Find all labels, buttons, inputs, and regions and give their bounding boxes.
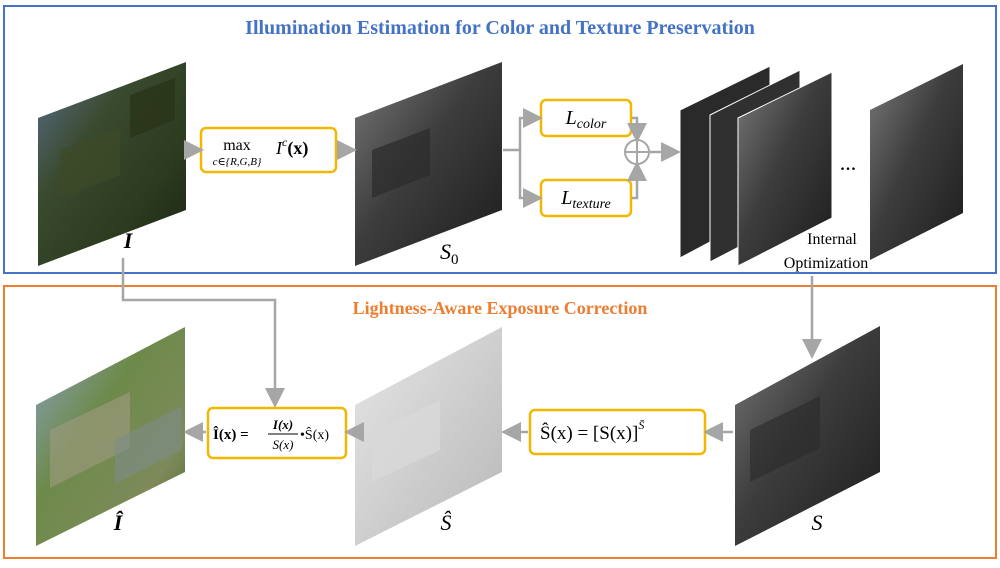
- cross-stage-arrows: [121, 258, 822, 408]
- label-s-hat: Ŝ: [441, 510, 452, 535]
- label-s0-sub: 0: [451, 252, 459, 268]
- s-image: [735, 326, 880, 546]
- max-expression: Ic(x): [275, 135, 308, 159]
- internal-opt-line1: Internal: [807, 231, 857, 248]
- max-expr-sup: c: [282, 135, 288, 149]
- stage1-arrows: [184, 108, 681, 208]
- l-texture-label: Ltexture: [560, 187, 610, 212]
- l-color-label: Lcolor: [565, 107, 607, 132]
- stage2-panel: [3, 285, 997, 559]
- input-image: [38, 62, 186, 266]
- optimization-stack: [679, 64, 963, 267]
- recompose-lhs: Î(x) =: [213, 426, 249, 443]
- label-s: S: [812, 510, 823, 535]
- stack-frame-last: [870, 64, 963, 260]
- s-hat-image: [355, 327, 502, 546]
- gamma-sup: S̄: [638, 418, 644, 432]
- recompose-rhs: •Ŝ(x): [300, 426, 329, 443]
- stack-frame-3: [737, 71, 833, 267]
- label-input: I: [123, 228, 134, 253]
- stage1-title: Illumination Estimation for Color and Te…: [245, 17, 755, 39]
- output-image: [36, 327, 185, 546]
- max-word: max: [223, 137, 251, 154]
- sum-icon: [624, 139, 650, 165]
- stage1-panel: [3, 5, 997, 274]
- stage2-title: Lightness-Aware Exposure Correction: [353, 298, 648, 318]
- ellipsis: ...: [840, 150, 857, 175]
- gamma-expr: Ŝ(x) = [S(x)]S̄: [540, 418, 644, 444]
- s0-image: [355, 62, 502, 266]
- internal-opt-line2: Optimization: [784, 255, 868, 272]
- label-s0: S0: [440, 239, 459, 268]
- label-output: Î: [113, 510, 124, 535]
- recompose-den: S(x): [273, 437, 294, 452]
- recompose-num: I(x): [272, 417, 293, 432]
- max-subscript: c∈{R,G,B}: [213, 156, 262, 168]
